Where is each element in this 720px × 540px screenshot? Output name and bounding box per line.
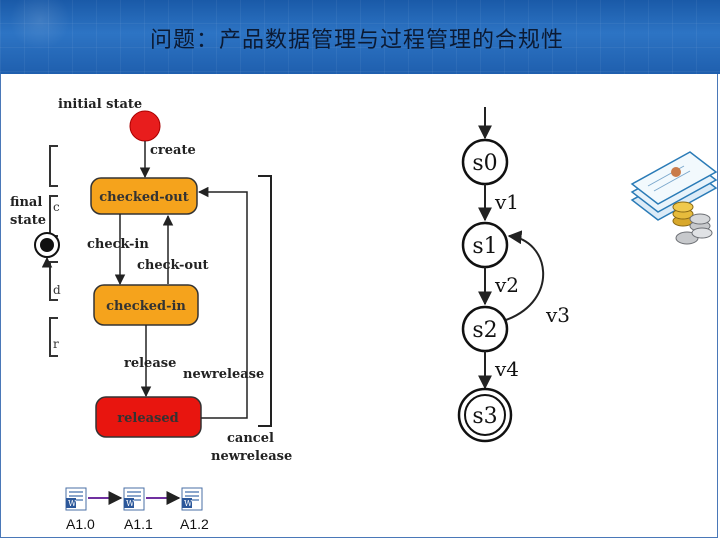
automaton-diagram: s0 v1 s1 v2 s2 v3 v4 s3	[457, 107, 570, 443]
newrelease-label: newrelease	[183, 367, 264, 382]
final-state-node-inner	[40, 238, 54, 252]
svg-text:W: W	[184, 499, 193, 508]
slide-frame	[0, 74, 718, 538]
automaton-transition-v3: v3	[545, 303, 570, 327]
slide-header: 问题：产品数据管理与过程管理的合规性	[0, 0, 720, 74]
check-out-label: check-out	[137, 258, 209, 273]
cancel-label: cancel	[227, 431, 274, 446]
automaton-state-s2-label: s2	[472, 318, 497, 343]
svg-text:W: W	[68, 499, 77, 508]
right-bracket	[258, 175, 272, 427]
version-label-a1-0: A1.0	[66, 516, 95, 532]
automaton-transition-v2: v2	[494, 273, 519, 297]
word-document-icon: W	[65, 487, 87, 511]
final-state-label-2: state	[10, 213, 46, 228]
left-fragment-r: r	[53, 337, 59, 351]
newrelease2-label: newrelease	[211, 449, 292, 464]
automaton-state-s0-label: s0	[472, 151, 497, 176]
left-fragment-d: d	[53, 283, 61, 297]
automaton-state-s1-label: s1	[472, 234, 497, 259]
word-document-icon: W	[123, 487, 145, 511]
word-document-icon: W	[181, 487, 203, 511]
state-released	[95, 396, 202, 438]
initial-state-label: initial state	[58, 97, 142, 112]
automaton-state-s3	[464, 394, 506, 436]
automaton-loop-v3	[505, 230, 545, 321]
initial-state-node	[129, 110, 161, 142]
final-state-label-1: final	[10, 195, 42, 210]
automaton-transition-v1: v1	[494, 190, 519, 214]
version-chain: W W W	[65, 487, 203, 511]
left-fragment-c: c	[53, 200, 60, 214]
state-checked-out-label: checked-out	[99, 190, 188, 205]
state-checked-out	[90, 177, 198, 215]
state-checked-in-label: checked-in	[106, 299, 186, 314]
version-label-a1-1: A1.1	[124, 516, 153, 532]
create-label: create	[150, 143, 196, 158]
release-label: release	[124, 356, 176, 371]
state-released-label: released	[117, 411, 178, 426]
automaton-transition-v4: v4	[494, 357, 519, 381]
newrelease-arrow	[197, 186, 248, 419]
automaton-state-s3-label: s3	[472, 404, 497, 429]
slide-title: 问题：产品数据管理与过程管理的合规性	[150, 28, 565, 53]
check-in-label: check-in	[87, 237, 149, 252]
documents-coins-icon	[630, 151, 718, 245]
svg-text:W: W	[126, 499, 135, 508]
version-label-a1-2: A1.2	[180, 516, 209, 532]
